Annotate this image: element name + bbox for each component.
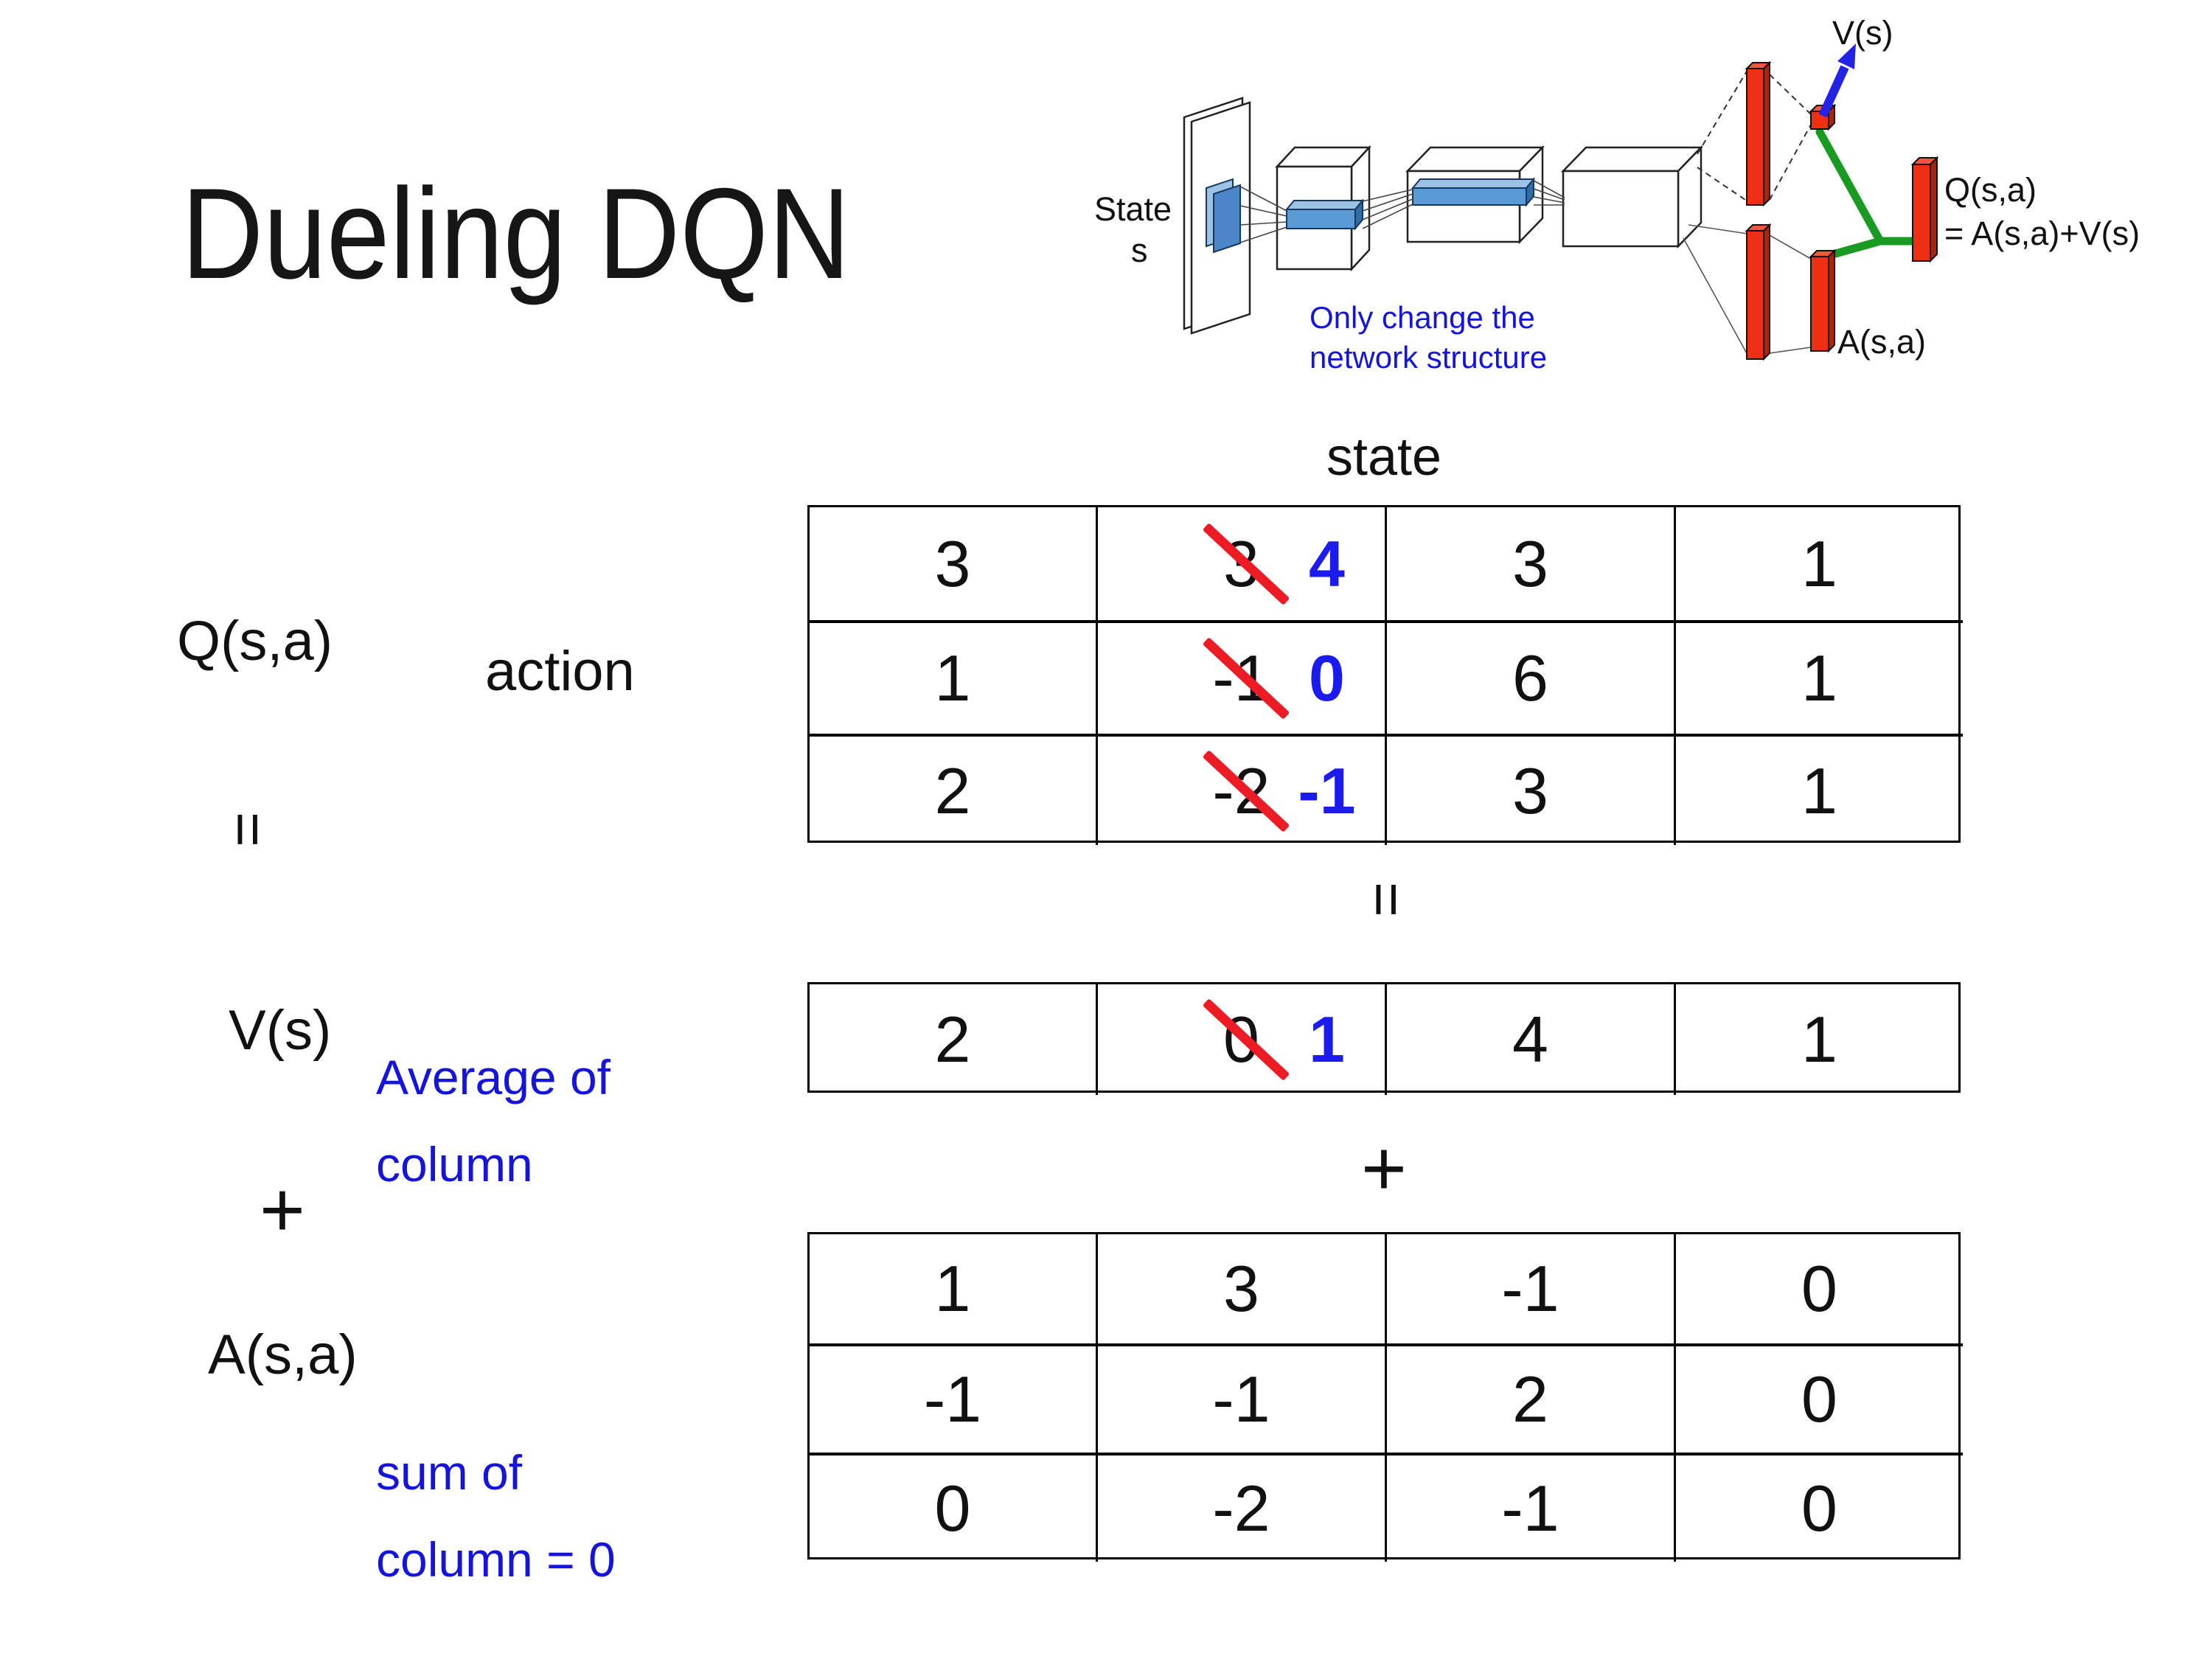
dueling-network-diagram: State s V(s) Q(s,a) = A(s,a)+V(s) A(s,a)… <box>1094 14 2140 375</box>
value: 6 <box>1512 641 1548 714</box>
conv-rays <box>1239 180 1565 243</box>
value: 0 <box>934 1472 971 1545</box>
state-input-sublabel: s <box>1131 232 1148 269</box>
q-table-cell-r0-c3: 1 <box>1674 507 1963 620</box>
a-table-cell-r1-c0: -1 <box>810 1343 1096 1453</box>
a-table-cell-r2-c0: 0 <box>810 1453 1096 1562</box>
q-table-cell-r2-c3: 1 <box>1674 734 1963 845</box>
q-table-cell-r0-c0: 3 <box>810 507 1096 620</box>
value: 1 <box>934 641 971 714</box>
value: 3 <box>934 526 971 600</box>
q-table-cell-r0-c1: 34 <box>1096 507 1385 620</box>
page-title: Dueling DQN <box>181 162 851 306</box>
a-table-cell-r2-c1: -2 <box>1096 1453 1385 1562</box>
a-table-cell-r0-c3: 0 <box>1674 1234 1963 1343</box>
feature-slab-2 <box>1411 177 1536 207</box>
action-axis-label: action <box>485 640 635 703</box>
state-axis-label: state <box>1326 428 1442 487</box>
equals-sign-center: = <box>1353 882 1420 917</box>
v-table: 2 01 4 1 <box>807 982 1963 1095</box>
value: -1 <box>923 1363 982 1436</box>
a-output-label: A(s,a) <box>1837 323 1926 361</box>
new-value: 4 <box>1309 526 1345 600</box>
sum-note: sum of column = 0 <box>376 1429 616 1603</box>
v-table-cell-r0-c2: 4 <box>1385 984 1674 1095</box>
value: 4 <box>1512 1003 1548 1076</box>
plus-sign-center: + <box>1361 1125 1407 1212</box>
value: 3 <box>1512 754 1548 827</box>
conv-box-3 <box>1561 145 1703 249</box>
value: 3 <box>1512 526 1548 600</box>
value: 0 <box>1801 1252 1837 1325</box>
state-input-label: State <box>1094 190 1172 228</box>
fc-bar-advantage <box>1745 223 1772 361</box>
v-table-cell-r0-c3: 1 <box>1674 984 1963 1095</box>
q-table-cell-r1-c0: 1 <box>810 620 1096 734</box>
value: -1 <box>1501 1252 1559 1325</box>
average-note-line2: column <box>376 1137 533 1192</box>
value: -1 <box>1212 1363 1270 1436</box>
diagram-note-line2: network structure <box>1310 340 1547 375</box>
q-table-cell-r2-c2: 3 <box>1385 734 1674 845</box>
a-table-cell-r0-c1: 3 <box>1096 1234 1385 1343</box>
sum-note-line2: column = 0 <box>376 1532 616 1587</box>
v-table-cell-r0-c1: 01 <box>1096 984 1385 1095</box>
diagram-note-line1: Only change the <box>1310 300 1535 335</box>
value: 1 <box>1801 526 1837 600</box>
average-note: Average of column <box>376 1034 611 1208</box>
value: 2 <box>934 1003 971 1076</box>
average-note-line1: Average of <box>376 1050 611 1105</box>
advantage-vector-bar <box>1809 248 1837 353</box>
value: 1 <box>1801 641 1837 714</box>
value: 1 <box>934 1252 971 1325</box>
feature-slab-1 <box>1284 198 1365 231</box>
a-table-cell-r2-c3: 0 <box>1674 1453 1963 1562</box>
advantage-stream-lines <box>1683 224 1812 355</box>
q-matrix-label: Q(s,a) <box>177 610 333 672</box>
new-value: 1 <box>1309 1003 1345 1076</box>
q-table-cell-r1-c3: 1 <box>1674 620 1963 734</box>
q-table-cell-r2-c1: -2-1 <box>1096 734 1385 845</box>
value-stream-dashed-lines <box>1697 69 1812 202</box>
value: -2 <box>1212 1472 1270 1545</box>
q-output-label: Q(s,a) <box>1944 171 2037 209</box>
a-matrix-label: A(s,a) <box>208 1324 358 1386</box>
value: 1 <box>1801 1003 1837 1076</box>
q-table-cell-r0-c2: 3 <box>1385 507 1674 620</box>
value: 0 <box>1801 1472 1837 1545</box>
a-table-cell-r0-c0: 1 <box>810 1234 1096 1343</box>
v-output-label: V(s) <box>1832 14 1893 52</box>
a-table-cell-r2-c2: -1 <box>1385 1453 1674 1562</box>
value: 0 <box>1801 1363 1837 1436</box>
input-patch <box>1206 178 1241 254</box>
fc-bar-value <box>1745 60 1772 207</box>
a-table-cell-r1-c2: 2 <box>1385 1343 1674 1453</box>
plus-sign-left: + <box>260 1166 305 1253</box>
new-value: 0 <box>1309 641 1345 714</box>
value: 2 <box>934 754 971 827</box>
a-table-cell-r0-c2: -1 <box>1385 1234 1674 1343</box>
value: 3 <box>1223 1252 1259 1325</box>
value-arrow-icon <box>1818 44 1856 118</box>
value: -1 <box>1501 1472 1559 1545</box>
sum-note-line1: sum of <box>376 1445 523 1500</box>
value: 2 <box>1512 1363 1548 1436</box>
v-matrix-label: V(s) <box>229 999 332 1062</box>
q-table-cell-r1-c1: -10 <box>1096 620 1385 734</box>
new-value: -1 <box>1298 754 1356 827</box>
a-table: 1 3 -1 0 -1 -1 2 0 0 -2 -1 0 <box>807 1232 1963 1562</box>
v-table-cell-r0-c0: 2 <box>810 984 1096 1095</box>
q-output-bar <box>1910 156 1939 263</box>
a-table-cell-r1-c3: 0 <box>1674 1343 1963 1453</box>
a-table-cell-r1-c1: -1 <box>1096 1343 1385 1453</box>
equals-sign-left: = <box>215 812 282 847</box>
q-table-cell-r1-c2: 6 <box>1385 620 1674 734</box>
q-output-formula: = A(s,a)+V(s) <box>1944 215 2140 252</box>
q-table-cell-r2-c0: 2 <box>810 734 1096 845</box>
aggregation-links <box>1815 128 1919 262</box>
value: 1 <box>1801 754 1837 827</box>
